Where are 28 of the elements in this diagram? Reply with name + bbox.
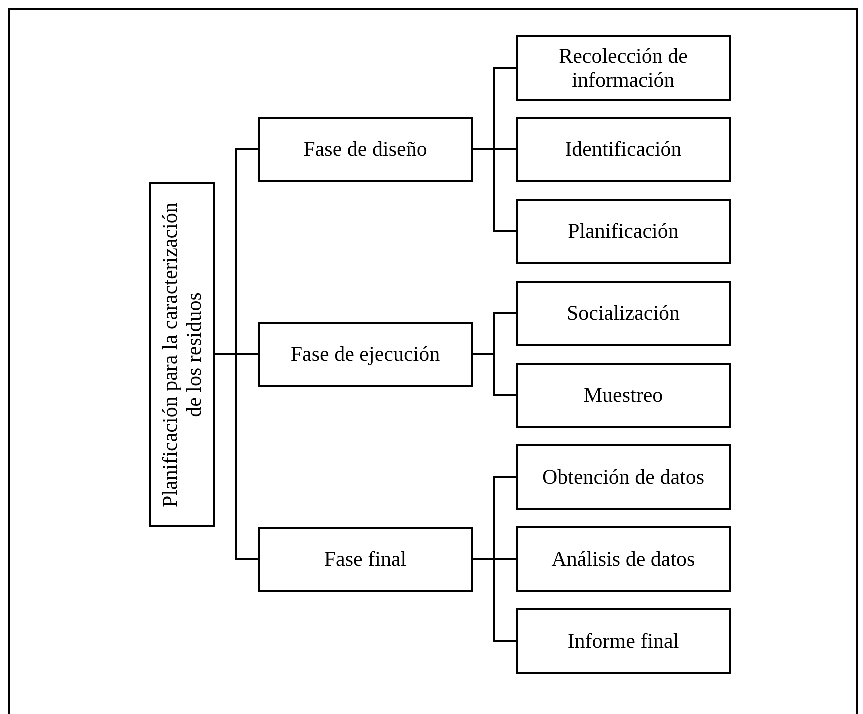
process-box — [258, 527, 473, 592]
node-label: Obtención de datos — [542, 464, 705, 490]
connector-line — [473, 354, 516, 396]
process-box — [516, 444, 731, 510]
connector-line — [473, 148, 516, 232]
process-box — [258, 322, 473, 387]
node-label: Análisis de datos — [552, 546, 696, 572]
node-label: Identificación — [565, 137, 682, 162]
process-box — [516, 363, 731, 428]
node-label: Muestreo — [584, 383, 664, 408]
process-box — [516, 526, 731, 592]
node-label: Socialización — [566, 301, 680, 326]
process-box — [516, 199, 731, 264]
node-label: Recolección de información — [558, 44, 689, 92]
node-label: Planificación para la caracterización de los residuos — [158, 201, 206, 509]
connector-line — [215, 354, 258, 560]
node-label: Fase de ejecución — [290, 342, 440, 367]
node-label: Fase de diseño — [304, 137, 428, 162]
process-box — [516, 35, 731, 101]
process-box — [258, 117, 473, 182]
node-label: Informe final — [568, 628, 680, 654]
root-box — [149, 182, 215, 527]
process-box — [516, 281, 731, 346]
node-label: Planificación — [568, 219, 679, 244]
process-box — [516, 117, 731, 182]
process-box — [516, 608, 731, 674]
connector-line — [473, 558, 516, 642]
node-label: Fase final — [324, 547, 407, 572]
